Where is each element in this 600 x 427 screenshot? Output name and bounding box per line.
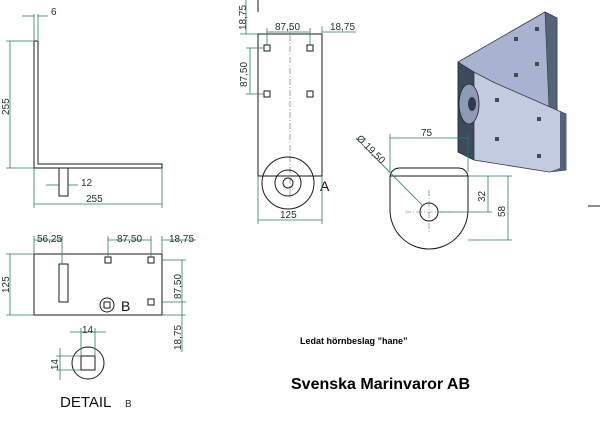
bottom-view: B 56,25 87,50 18,75 125 87,50 18,75 xyxy=(1,234,196,352)
detail-b-view: 14 14 DETAIL B xyxy=(50,325,132,411)
hinge-body xyxy=(389,176,469,250)
bottom-hole xyxy=(147,298,155,306)
front-knuckle-inner xyxy=(274,169,302,197)
dim-bottom-hole-spacing-x: 87,50 xyxy=(117,234,142,245)
dim-hinge-width: 75 xyxy=(421,128,433,139)
dim-hinge-hole-height: 32 xyxy=(477,190,488,202)
dim-bottom-height: 125 xyxy=(1,276,12,293)
dim-front-right-gap: 18,75 xyxy=(330,22,355,33)
front-view: A 18,75 87,50 87,50 18,75 125 xyxy=(238,0,356,224)
detail-ref: B xyxy=(125,399,132,410)
hinge-top xyxy=(389,167,469,177)
bottom-hole xyxy=(147,256,155,264)
isometric-view xyxy=(457,11,567,173)
front-hole xyxy=(306,90,314,98)
drawing-note: Ledat hörnbeslag ”hane” xyxy=(300,336,408,346)
dim-front-hole-spacing-y: 87,50 xyxy=(239,62,250,87)
detail-b-square xyxy=(80,355,96,371)
dim-side-pin-offset: 12 xyxy=(81,178,93,189)
dim-side-width: 255 xyxy=(86,194,103,205)
side-view: 6 255 12 255 xyxy=(1,7,163,208)
callout-a: A xyxy=(320,178,330,194)
dim-front-top-gap: 18,75 xyxy=(238,5,249,30)
front-knuckle-hole xyxy=(282,177,294,189)
side-view-profile xyxy=(33,40,163,169)
side-view-pin xyxy=(58,167,69,197)
detail-label: DETAIL xyxy=(60,394,111,411)
dim-side-thickness: 6 xyxy=(51,7,57,18)
front-hole xyxy=(306,44,314,52)
front-hole xyxy=(263,44,271,52)
dim-bottom-left-offset: 56,25 xyxy=(37,234,62,245)
bottom-view-plate xyxy=(33,253,163,316)
detail-b-circle xyxy=(99,297,115,313)
dim-hinge-diameter: Ø 19,50 xyxy=(354,133,387,166)
dim-front-hole-spacing-x: 87,50 xyxy=(275,22,300,33)
dim-bottom-right-gap: 18,75 xyxy=(169,234,194,245)
dim-hinge-total-height: 58 xyxy=(497,205,508,217)
dim-bottom-hole-spacing-y: 87,50 xyxy=(173,274,184,299)
front-hole xyxy=(263,90,271,98)
detail-b-outer xyxy=(71,346,105,380)
bottom-slot xyxy=(58,263,69,303)
dim-front-width: 125 xyxy=(280,210,297,221)
dim-detail-height: 14 xyxy=(50,358,61,370)
dim-bottom-bottom-gap: 18,75 xyxy=(173,325,184,350)
callout-b: B xyxy=(121,298,130,314)
dim-detail-width: 14 xyxy=(82,325,94,336)
front-knuckle xyxy=(261,156,315,210)
company-name: Svenska Marinvaror AB xyxy=(291,376,470,393)
bottom-hole xyxy=(104,256,112,264)
dim-side-height: 255 xyxy=(1,98,12,115)
